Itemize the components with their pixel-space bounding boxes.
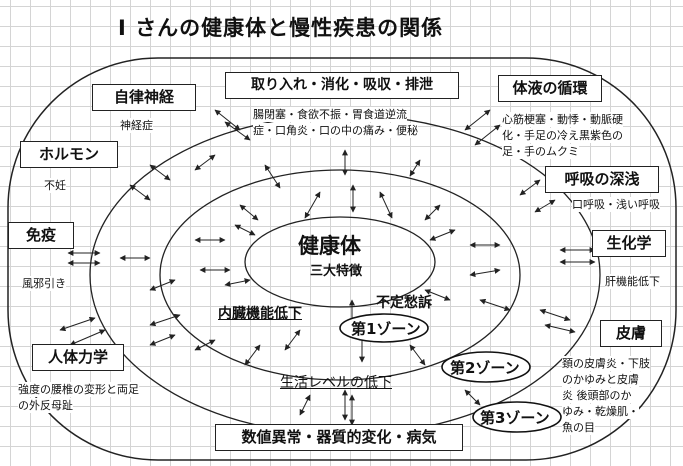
- box-digestion: 取り入れ・消化・吸収・排泄: [225, 72, 459, 99]
- zone-3-label: 第3ゾーン: [480, 409, 550, 427]
- box-skin: 皮膚: [600, 320, 662, 347]
- label-organ-decline: 内臓機能低下: [218, 306, 302, 322]
- box-biochem: 生化学: [592, 230, 666, 257]
- arrows: [59, 109, 596, 426]
- box-hormone: ホルモン: [20, 141, 118, 168]
- box-autonomic: 自律神経: [92, 84, 196, 111]
- zone-1-label: 第1ゾーン: [351, 320, 421, 338]
- box-breathing: 呼吸の深浅: [545, 166, 659, 193]
- label-life-decline: 生活レベルの低下: [280, 375, 392, 391]
- diagram-title: Ⅰ さんの健康体と慢性疾患の関係: [118, 16, 444, 40]
- outer-frame: [7, 57, 677, 461]
- note-skin-3: 炎 後頭部のか: [562, 388, 632, 403]
- box-mechanics: 人体力学: [32, 344, 124, 371]
- note-immunity: 風邪引き: [22, 276, 66, 291]
- note-breathing: 口呼吸・浅い呼吸: [572, 197, 660, 212]
- zone-1-badge: [339, 313, 429, 343]
- note-digestion-2: 症・口角炎・口の中の痛み・便秘: [253, 123, 418, 138]
- note-autonomic: 神経症: [120, 118, 153, 133]
- note-skin-2: のかゆみと皮膚: [562, 372, 639, 387]
- note-skin-1: 頚の皮膚炎・下肢: [562, 356, 650, 371]
- note-biochem: 肝機能低下: [605, 274, 660, 289]
- note-fluid-3: 足・手のムクミ: [502, 144, 579, 159]
- zone-2-badge: [441, 351, 531, 383]
- zone-1-ellipse: [244, 216, 436, 308]
- note-fluid-2: 化・手足の冷え黒紫色の: [502, 128, 623, 143]
- note-digestion-1: 腸閉塞・食欲不振・胃食道逆流: [253, 107, 407, 122]
- center-sub: 三大特徴: [310, 264, 363, 279]
- box-bottom: 数値異常・器質的変化・病気: [215, 424, 463, 451]
- zone-2-label: 第2ゾーン: [450, 359, 520, 377]
- note-skin-4: ゆみ・乾燥肌・: [562, 404, 639, 419]
- box-immunity: 免疫: [8, 222, 74, 249]
- zone-3-badge: [472, 401, 562, 433]
- note-mechanics-2: の外反母趾: [18, 398, 73, 413]
- box-fluid: 体液の循環: [498, 75, 602, 102]
- note-fluid-1: 心筋梗塞・動悸・動脈硬: [502, 112, 623, 127]
- note-skin-5: 魚の目: [562, 420, 595, 435]
- label-malaise: 不定愁訴: [376, 295, 432, 311]
- zone-2-ellipse: [159, 169, 521, 381]
- note-hormone: 不妊: [44, 178, 66, 193]
- center-label: 健康体: [298, 234, 361, 258]
- note-mechanics-1: 強度の腰椎の変形と両足: [18, 382, 139, 397]
